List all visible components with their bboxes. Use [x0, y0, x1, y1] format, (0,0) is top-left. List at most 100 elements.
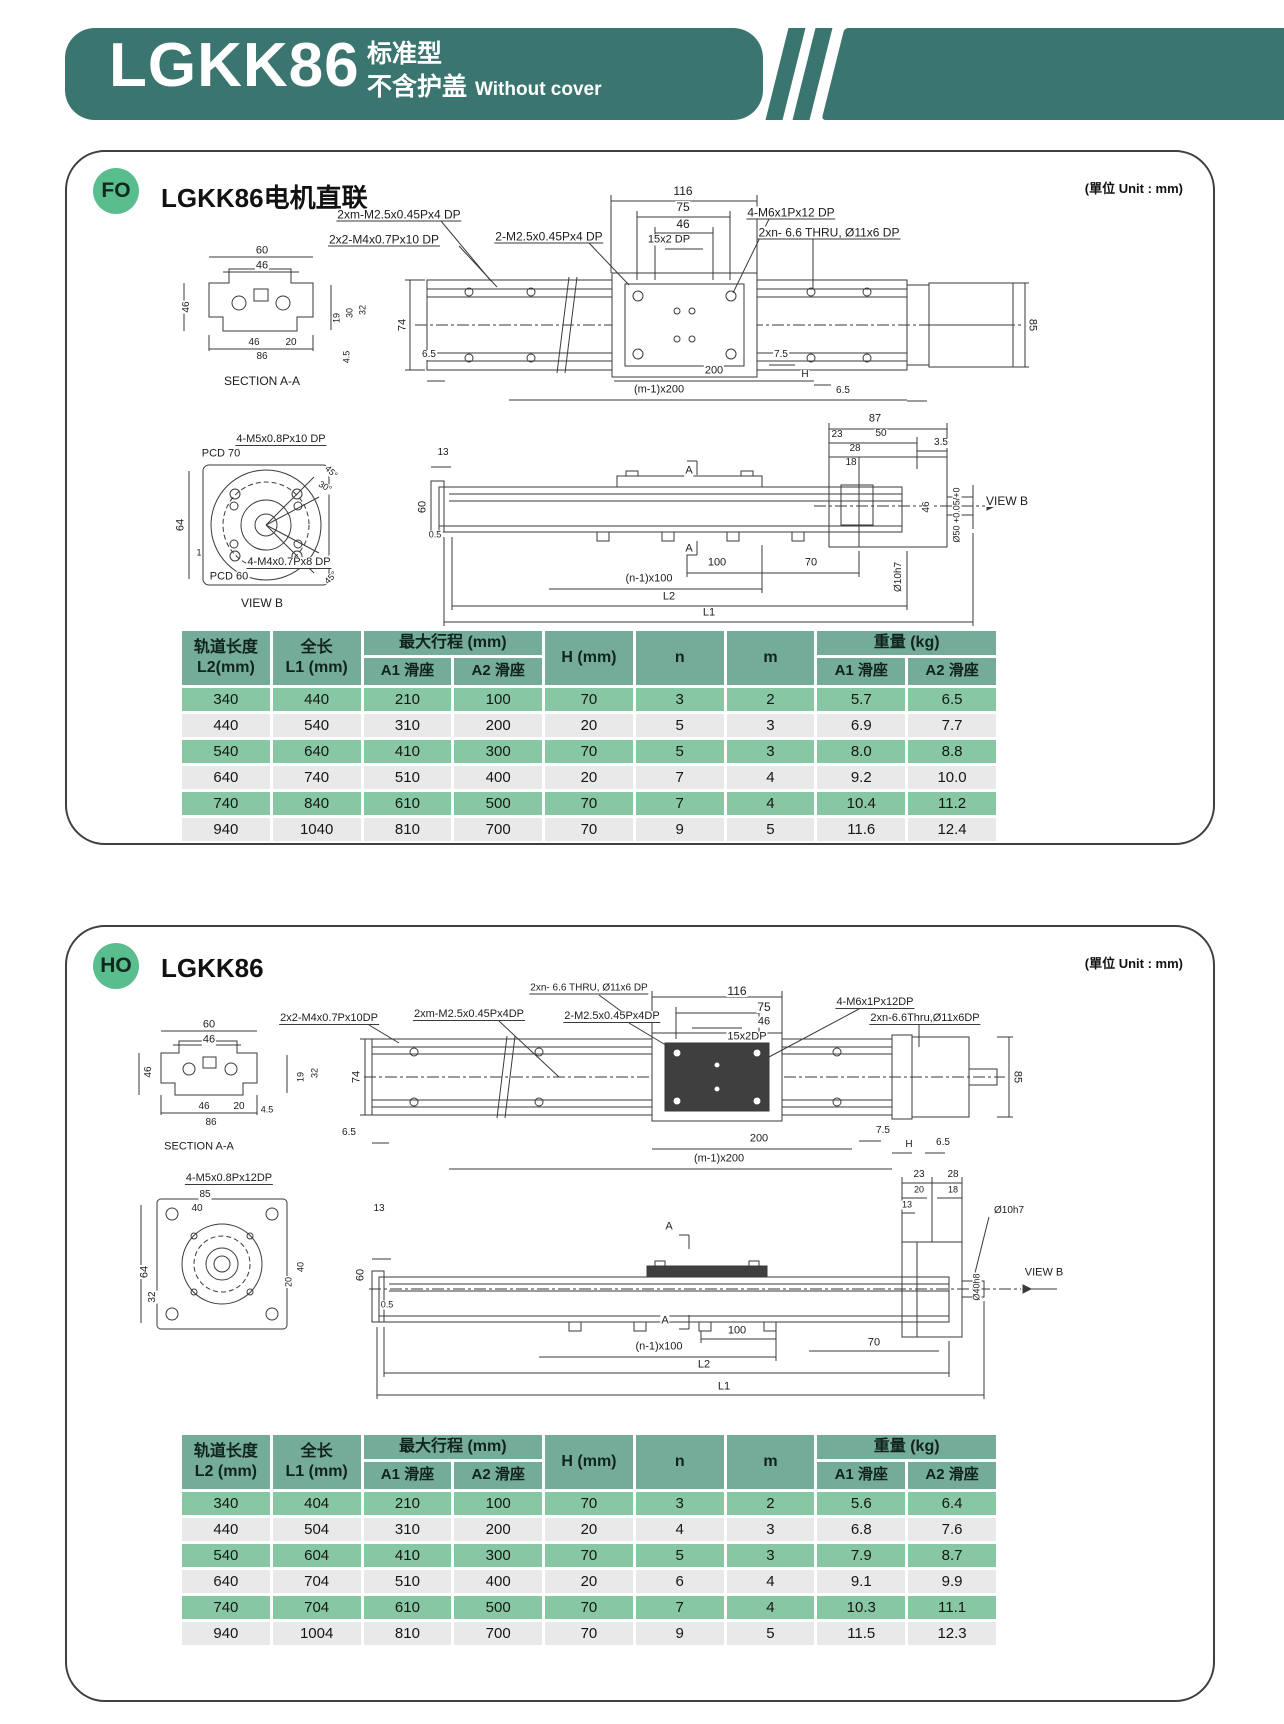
dimension-label: 4-M4x0.7Px8 DP	[246, 556, 332, 569]
table-cell: 6.8	[817, 1518, 906, 1541]
dimension-label: 86	[255, 351, 269, 362]
table-cell: 9	[635, 818, 724, 841]
dimension-label: 46	[247, 337, 261, 348]
dimension-label: VIEW B	[1023, 1266, 1065, 1279]
table-cell: 2	[726, 1492, 815, 1515]
col-m: m	[726, 631, 815, 685]
dimension-label: (m-1)x200	[632, 383, 686, 396]
table-cell: 704	[272, 1570, 361, 1593]
dimension-label: 6.5	[421, 349, 437, 360]
table-cell: 7.7	[908, 714, 996, 737]
table-cell: 400	[454, 766, 543, 789]
section-title-fo: LGKK86电机直联	[161, 183, 368, 213]
dimension-label: 0.5	[427, 529, 443, 540]
table-cell: 7	[635, 792, 724, 815]
table-cell: 6.9	[817, 714, 906, 737]
dimension-label: 46	[201, 1033, 217, 1046]
dimension-label: 40	[190, 1203, 204, 1214]
table-cell: 310	[363, 1518, 452, 1541]
table-cell: 8.8	[908, 740, 996, 763]
dimension-label: 116	[672, 184, 694, 198]
table-cell: 4	[726, 792, 815, 815]
dimension-label: 46	[254, 259, 270, 272]
dimension-label: Ø50 +0.05/+0	[951, 486, 962, 544]
dimension-label: 32	[147, 1290, 158, 1304]
table-cell: 340	[182, 688, 270, 711]
table-cell: 4	[726, 1570, 815, 1593]
dimension-label: 20	[284, 337, 298, 348]
dimension-label: 28	[848, 443, 862, 454]
dimension-label: 75	[756, 1000, 772, 1014]
dimension-label: 20	[232, 1101, 246, 1112]
col-track-length: 轨道长度 L2(mm)	[182, 631, 270, 685]
table-cell: 5	[726, 1622, 815, 1645]
dimension-label: 4.5	[341, 349, 352, 365]
col-weight: 重量 (kg)	[817, 1435, 996, 1459]
col-weight-a2: A2 滑座	[908, 1462, 996, 1489]
table-cell: 8.7	[908, 1544, 996, 1567]
dimension-label: 116	[726, 984, 748, 998]
dimension-label: L2	[696, 1358, 712, 1371]
dimension-label: 13	[372, 1203, 386, 1214]
dimension-label: 2xm-M2.5x0.45Px4DP	[412, 1008, 526, 1021]
table-cell: 740	[272, 766, 361, 789]
dimension-label: L1	[701, 606, 717, 619]
dimension-label: 60	[254, 244, 270, 257]
table-cell: 4	[726, 766, 815, 789]
dimension-label: 3.5	[933, 437, 949, 448]
ho-drawing-linework	[138, 991, 1057, 1399]
table-cell: 7.6	[908, 1518, 996, 1541]
dimension-label: A	[684, 464, 694, 477]
dimension-label: 50	[874, 428, 888, 439]
table-cell: 200	[454, 714, 543, 737]
table-cell: 7	[635, 1596, 724, 1619]
dimension-label: 60	[416, 499, 429, 515]
table-cell: 6.4	[908, 1492, 996, 1515]
dimension-label: Ø10h7	[992, 1205, 1026, 1216]
table-cell: 4	[726, 1596, 815, 1619]
table-cell: 604	[272, 1544, 361, 1567]
dimension-label: 13	[900, 1199, 914, 1210]
table-cell: 300	[454, 1544, 543, 1567]
col-h: H (mm)	[545, 631, 633, 685]
dimension-label: 6.5	[341, 1127, 357, 1138]
table-cell: 504	[272, 1518, 361, 1541]
table-cell: 6	[635, 1570, 724, 1593]
table-cell: 500	[454, 1596, 543, 1619]
dimension-label: Ø10h7	[893, 560, 904, 594]
dimension-label: 100	[706, 556, 728, 569]
dimension-label: 85	[198, 1189, 212, 1200]
dimension-label: 32	[357, 303, 368, 317]
table-cell: 5	[726, 818, 815, 841]
dimension-label: 2xn- 6.6 THRU, Ø11x6 DP	[757, 225, 901, 240]
dimension-label: 100	[726, 1324, 748, 1337]
dimension-label: 60	[201, 1018, 217, 1031]
dimension-label: 4-M6x1Px12 DP	[746, 205, 836, 220]
dimension-label: 200	[703, 364, 725, 377]
table-cell: 10.0	[908, 766, 996, 789]
table-cell: 840	[272, 792, 361, 815]
table-cell: 940	[182, 818, 270, 841]
table-cell: 340	[182, 1492, 270, 1515]
table-cell: 100	[454, 688, 543, 711]
table-cell: 510	[363, 766, 452, 789]
table-cell: 8.0	[817, 740, 906, 763]
col-stroke-a2: A2 滑座	[454, 1462, 543, 1489]
table-cell: 400	[454, 1570, 543, 1593]
table-cell: 11.6	[817, 818, 906, 841]
table-cell: 3	[635, 688, 724, 711]
table-cell: 500	[454, 792, 543, 815]
table-cell: 740	[182, 792, 270, 815]
fo-spec-table: 轨道长度 L2(mm) 全长 L1 (mm) 最大行程 (mm) H (mm) …	[179, 628, 999, 844]
dimension-label: PCD 60	[208, 570, 250, 583]
dimension-label: 28	[946, 1169, 960, 1180]
table-cell: 300	[454, 740, 543, 763]
